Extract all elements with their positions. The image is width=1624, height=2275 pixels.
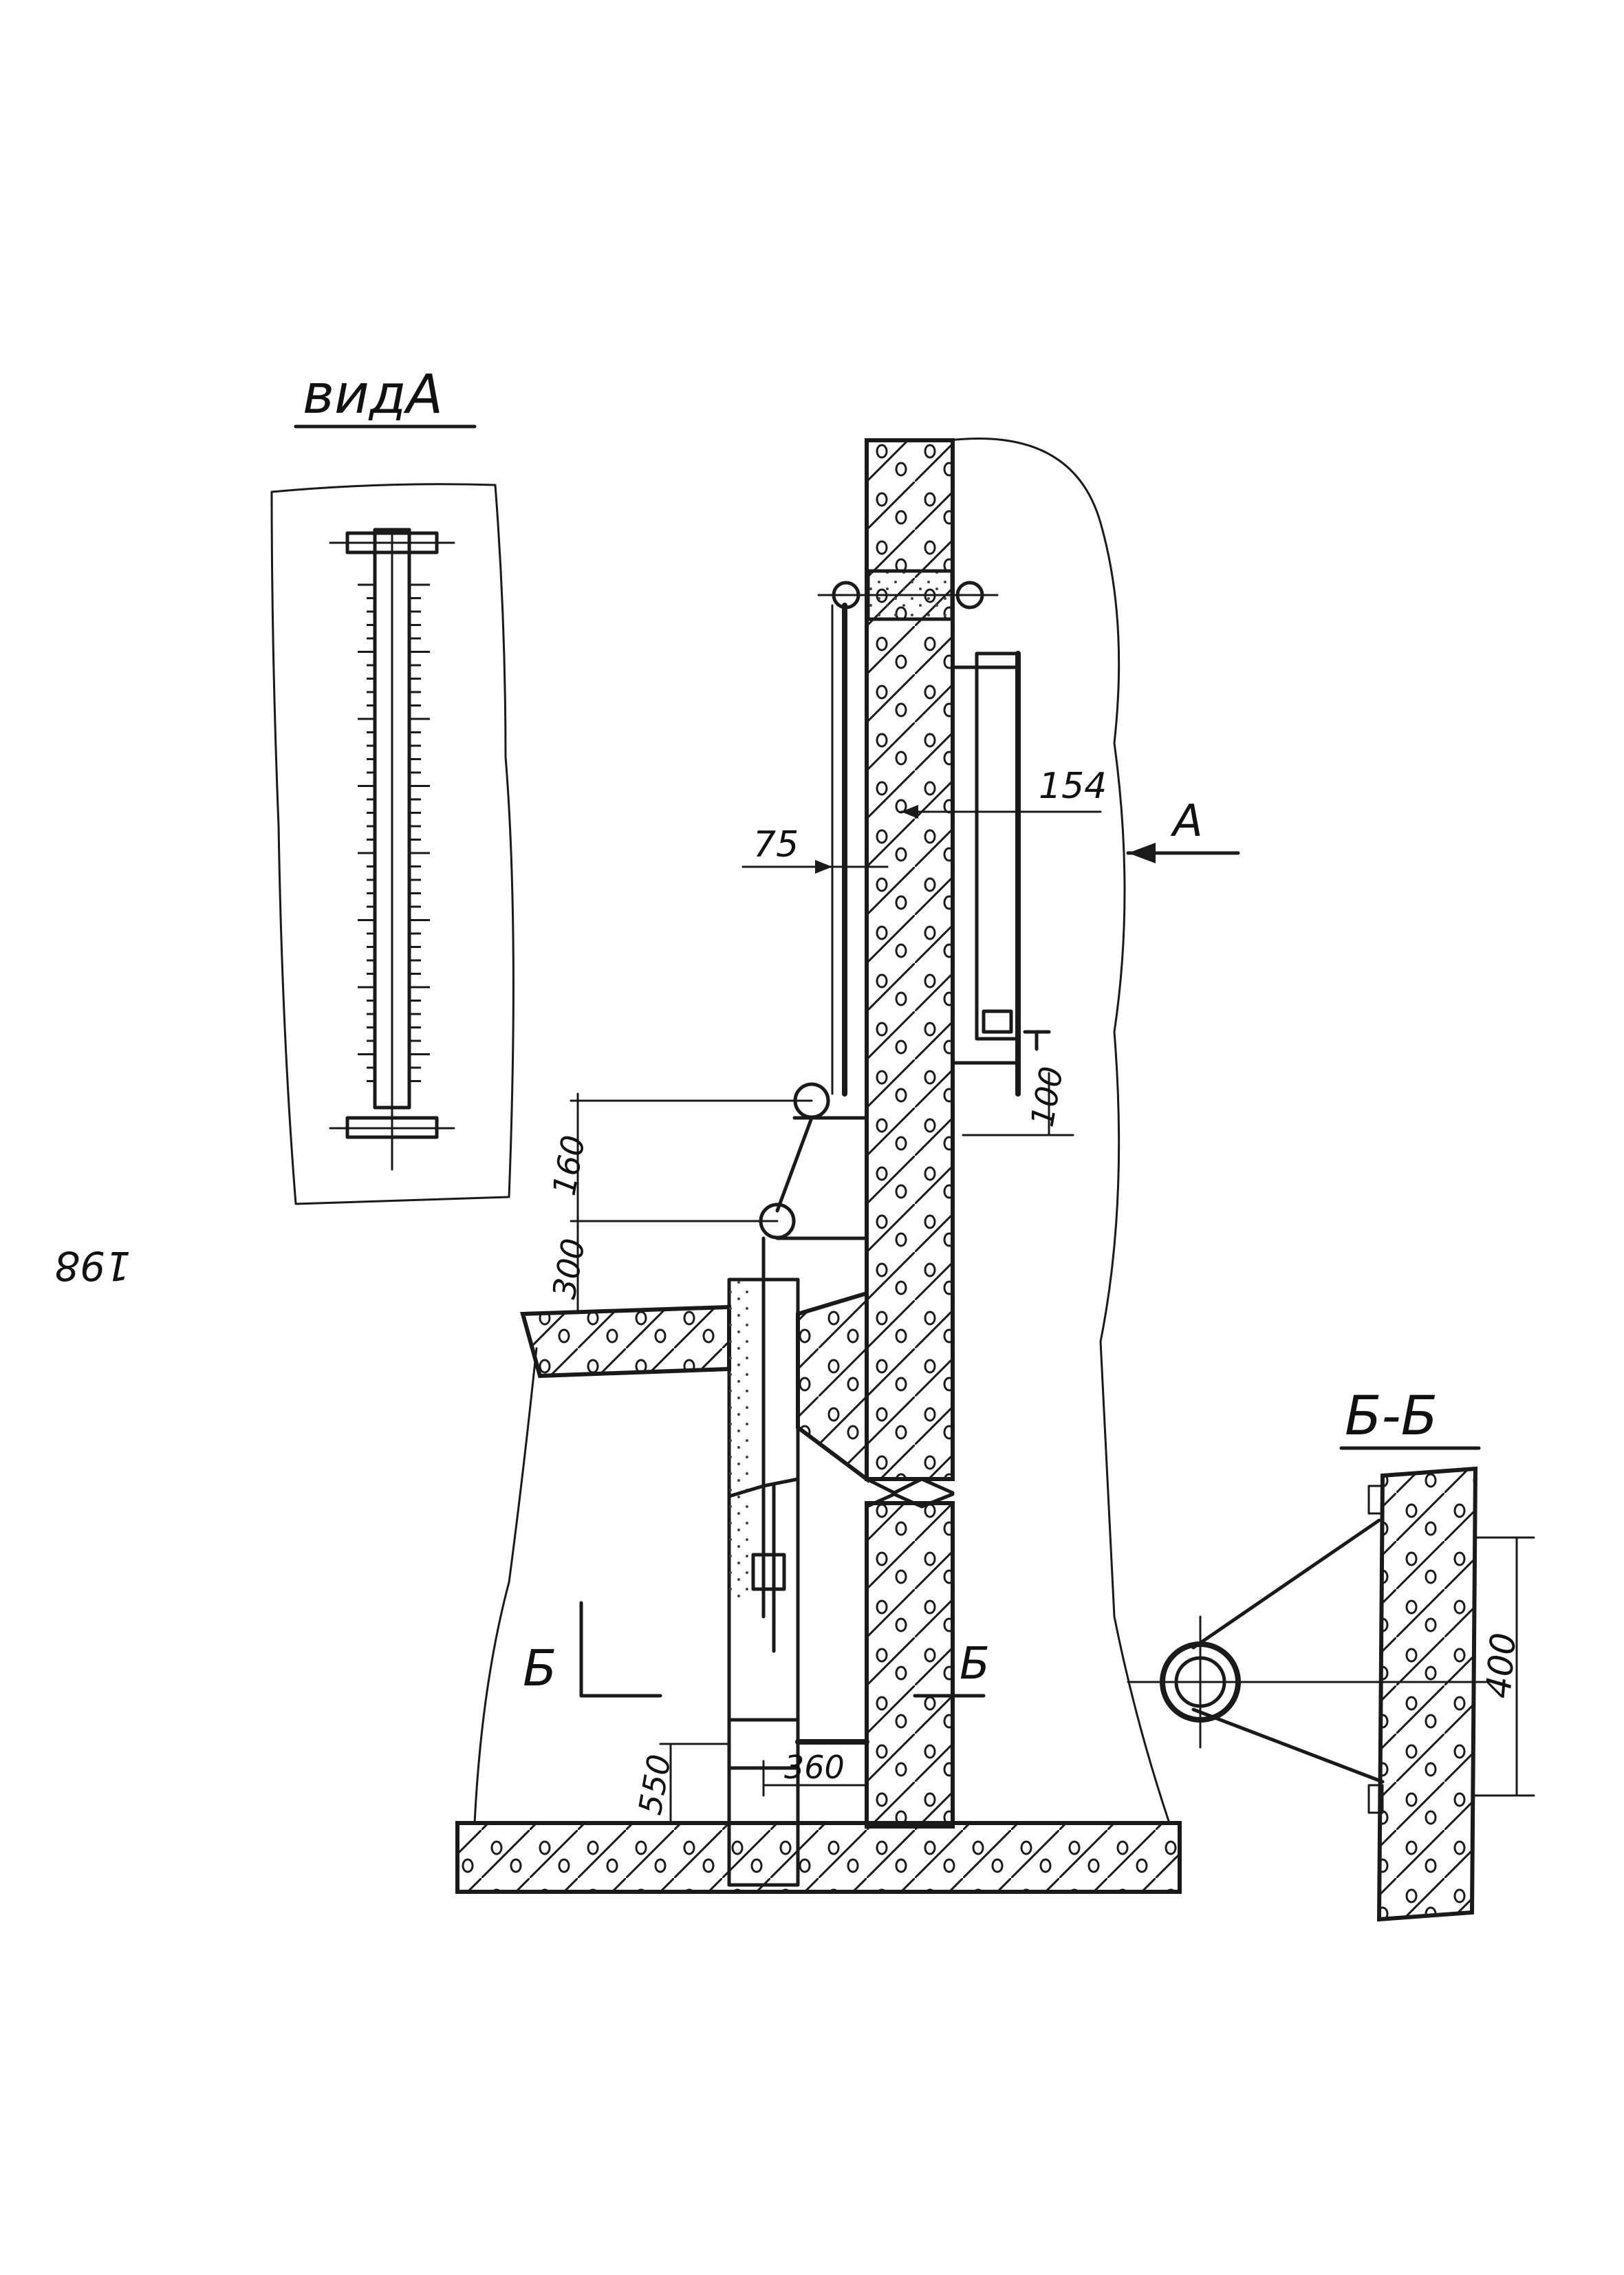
section-plate-top xyxy=(1367,1485,1384,1515)
dim-300: 300 xyxy=(545,1230,592,1312)
gauge-nut xyxy=(982,1009,1013,1034)
dim-400-label: 400 xyxy=(1478,1631,1524,1700)
svg-text:Б: Б xyxy=(523,1639,556,1697)
svg-text:Б: Б xyxy=(960,1639,990,1690)
slab-left xyxy=(520,1304,731,1379)
dim-550: 550 xyxy=(631,1743,730,1824)
section-plate-bottom xyxy=(1367,1784,1384,1814)
view-a-title: видА xyxy=(303,364,443,426)
section-title: Б-Б xyxy=(1345,1386,1438,1447)
slab-haunch xyxy=(796,1290,869,1483)
svg-text:75: 75 xyxy=(753,824,799,865)
section-b-b: Б-Б 400 xyxy=(1127,1386,1535,1922)
middle-connector xyxy=(775,1116,814,1213)
dim-160: 160 xyxy=(545,1092,813,1233)
bracket-upper xyxy=(1191,1518,1381,1650)
view-a-scale-ticks xyxy=(358,583,430,1082)
svg-text:360: 360 xyxy=(784,1749,845,1786)
view-a: видА xyxy=(270,364,515,1205)
wall-break-lower xyxy=(865,1492,955,1509)
svg-text:100: 100 xyxy=(1024,1064,1070,1130)
view-arrow-a: А xyxy=(1126,796,1240,863)
wall-lower xyxy=(865,1501,955,1829)
dim-154: 154 xyxy=(900,766,1107,819)
gauge-glass xyxy=(975,651,1020,1041)
dim-360: 360 xyxy=(762,1749,868,1797)
svg-text:А: А xyxy=(1170,796,1203,847)
svg-text:160: 160 xyxy=(545,1132,592,1198)
float-weight xyxy=(751,1553,786,1591)
view-a-panel xyxy=(270,483,515,1205)
section-cut-left: Б xyxy=(523,1601,662,1698)
dim-75: 75 xyxy=(741,824,889,874)
bracket-lower xyxy=(1191,1707,1385,1784)
wall-break-upper xyxy=(865,1477,955,1495)
stand-pipe-wall-fill xyxy=(729,1280,750,1603)
break-line-right xyxy=(948,438,1171,1824)
break-line-left xyxy=(473,1347,538,1824)
stand-pipe-break xyxy=(727,1477,800,1498)
svg-text:154: 154 xyxy=(1039,766,1107,807)
section-cut-right: Б xyxy=(913,1601,990,1698)
floor-slab xyxy=(455,1821,1182,1894)
section-wall xyxy=(1376,1466,1478,1922)
svg-text:300: 300 xyxy=(545,1236,592,1302)
margin-note: 198 xyxy=(54,1242,131,1289)
main-section: 154 75 А 100 160 300 xyxy=(455,438,1240,1894)
